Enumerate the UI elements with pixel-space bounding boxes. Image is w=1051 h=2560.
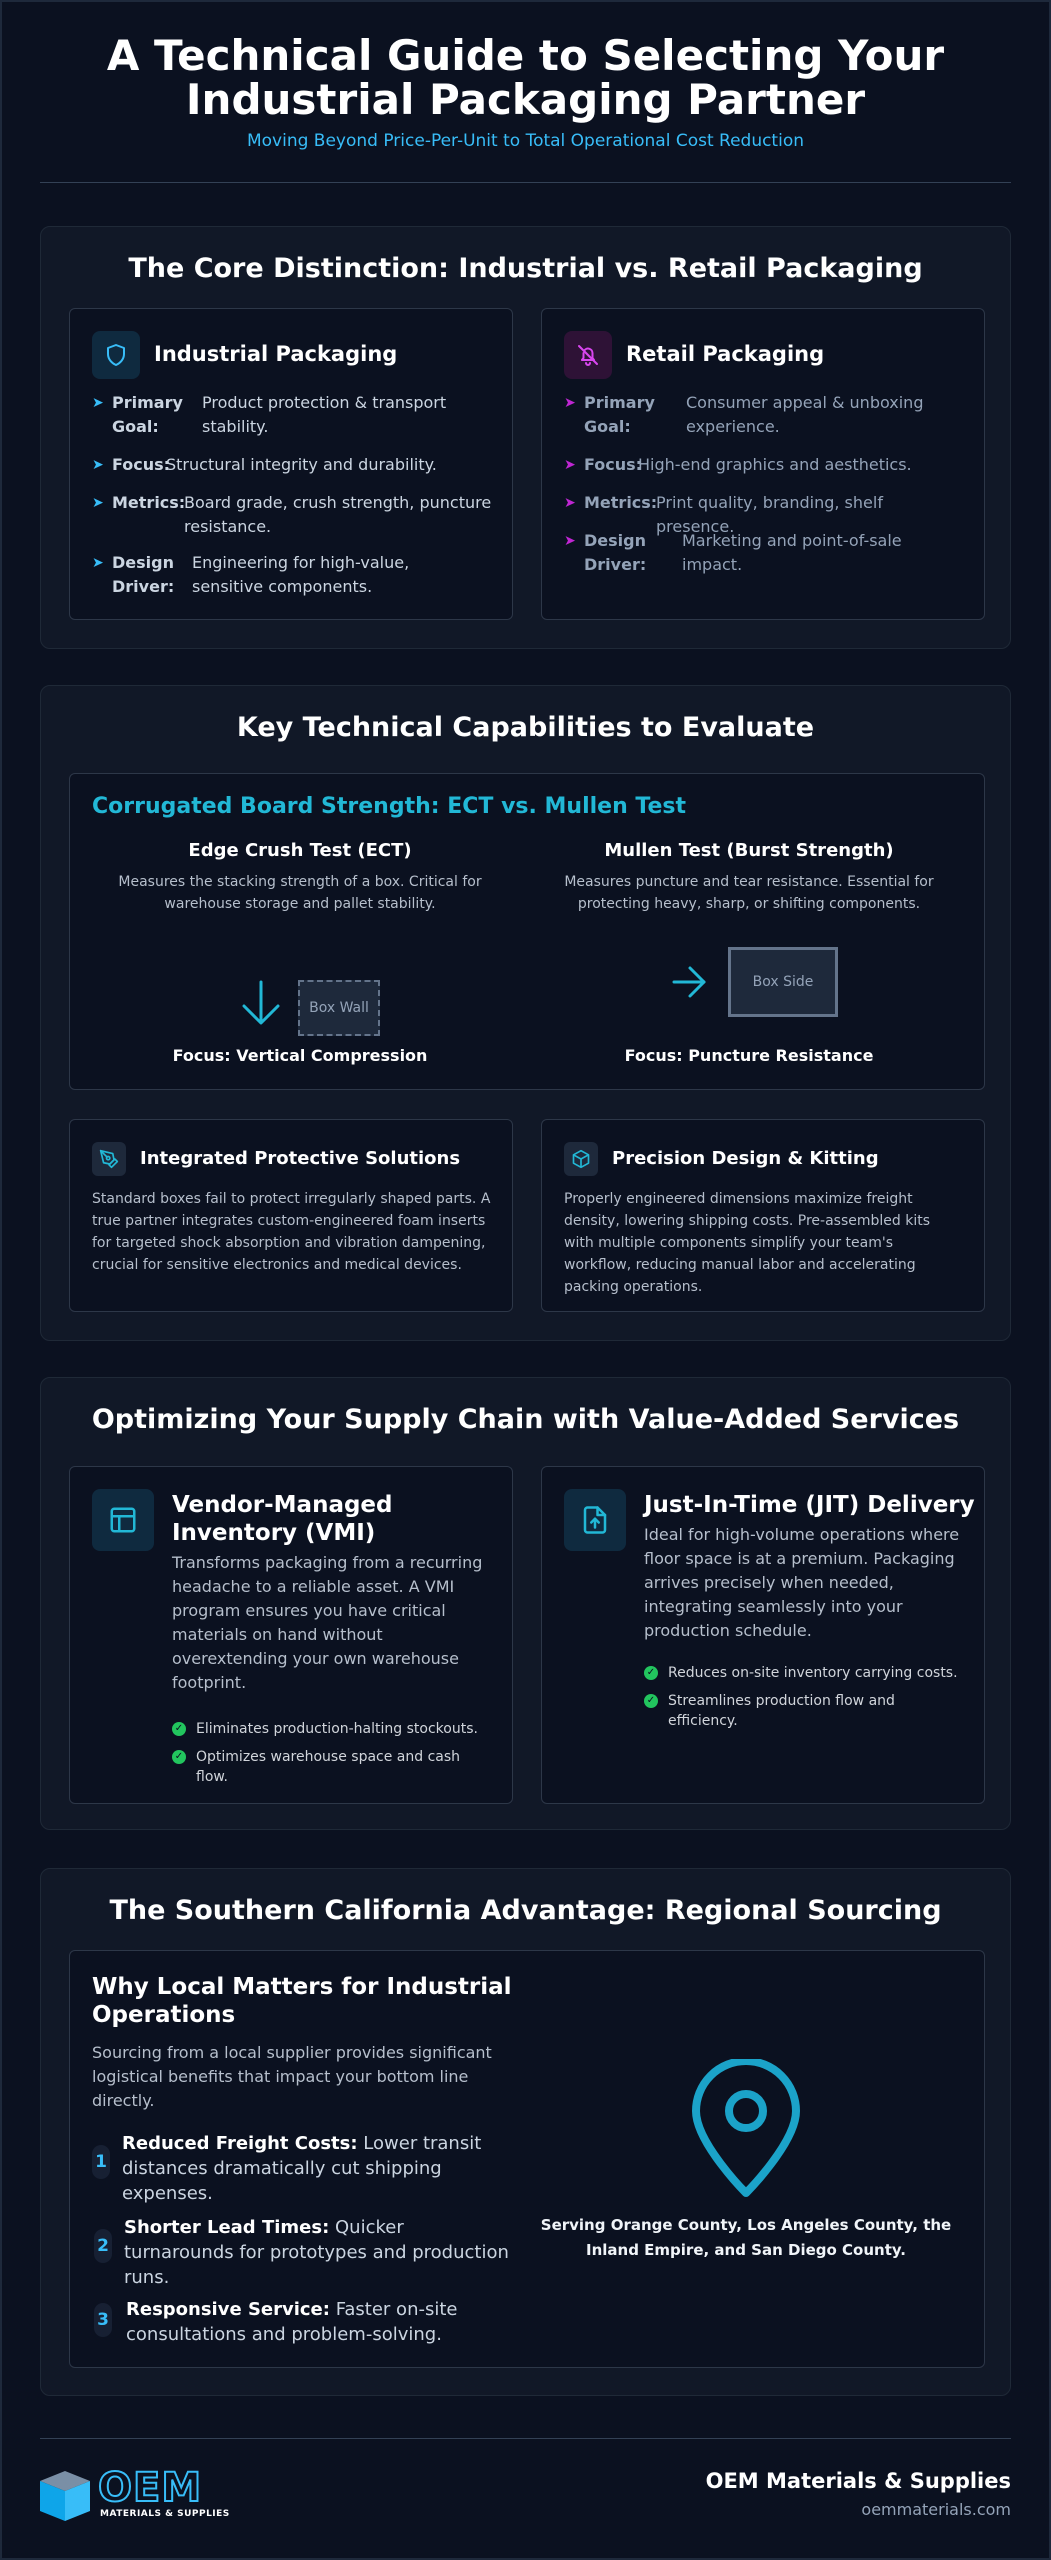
section-title: Optimizing Your Supply Chain with Value-… — [91, 1404, 960, 1435]
page-subtitle: Moving Beyond Price-Per-Unit to Total Op… — [246, 131, 805, 151]
serving-areas: Serving Orange County, Los Angeles Count… — [540, 2216, 952, 2259]
box-wall-diagram: Box Wall — [298, 980, 380, 1036]
company-name: OEM Materials & Supplies — [705, 2469, 1011, 2493]
kitting-title: Precision Design & Kitting — [612, 1148, 879, 1169]
protective-body: Standard boxes fail to protect irregular… — [92, 1191, 491, 1273]
arrow-icon: ➤ — [92, 395, 104, 411]
jit-card: Just-In-Time (JIT) Delivery Ideal for hi… — [541, 1466, 985, 1804]
number-badge: 1 — [92, 2145, 110, 2179]
mullen-description: Measures puncture and tear resistance. E… — [564, 874, 934, 912]
industrial-title: Industrial Packaging — [154, 342, 398, 366]
box-side-diagram: Box Side — [728, 947, 838, 1017]
vmi-body: Transforms packaging from a recurring he… — [172, 1553, 483, 1692]
section-title: Key Technical Capabilities to Evaluate — [236, 712, 815, 743]
protective-title: Integrated Protective Solutions — [140, 1148, 461, 1169]
retail-title: Retail Packaging — [626, 342, 825, 366]
regional-sourcing-section: The Southern California Advantage: Regio… — [40, 1868, 1011, 2396]
logo-box-icon — [40, 2471, 90, 2521]
file-upload-icon — [564, 1489, 626, 1551]
divider — [40, 2438, 1011, 2439]
mullen-focus: Focus: Puncture Resistance — [624, 1046, 874, 1065]
arrow-icon: ➤ — [564, 457, 576, 473]
logo-text: OEM — [97, 2465, 203, 2511]
precision-kitting-card: Precision Design & Kitting Properly engi… — [541, 1119, 985, 1312]
bell-off-icon — [564, 331, 612, 379]
page-title: A Technical Guide to Selecting Your Indu… — [106, 31, 945, 124]
arrow-icon: ➤ — [564, 395, 576, 411]
logo-tagline: MATERIALS & SUPPLIES — [100, 2509, 230, 2519]
arrow-right-icon — [670, 962, 710, 1006]
arrow-icon: ➤ — [564, 533, 576, 549]
mullen-name: Mullen Test (Burst Strength) — [604, 840, 894, 861]
cube-icon — [564, 1142, 598, 1176]
local-matters-intro: Sourcing from a local supplier provides … — [92, 2043, 492, 2110]
checklist-item: ✓ Eliminates production-halting stockout… — [172, 1719, 502, 1739]
core-distinction-section: The Core Distinction: Industrial vs. Ret… — [40, 226, 1011, 649]
layout-icon — [92, 1489, 154, 1551]
section-title: The Southern California Advantage: Regio… — [109, 1895, 942, 1926]
ect-name: Edge Crush Test (ECT) — [188, 840, 412, 861]
capabilities-section: Key Technical Capabilities to Evaluate C… — [40, 685, 1011, 1341]
arrow-icon: ➤ — [92, 457, 104, 473]
mullen-column: Mullen Test (Burst Strength) Measures pu… — [534, 840, 964, 915]
local-matters-card: Why Local Matters for Industrial Operati… — [69, 1950, 985, 2368]
board-strength-title: Corrugated Board Strength: ECT vs. Mulle… — [92, 794, 687, 819]
ect-description: Measures the stacking strength of a box.… — [118, 874, 482, 912]
check-icon: ✓ — [172, 1750, 186, 1764]
retail-row: ➤ Metrics: Print quality, branding, shel… — [564, 493, 883, 536]
ect-focus: Focus: Vertical Compression — [172, 1046, 428, 1065]
company-website[interactable]: oemmaterials.com — [861, 2500, 1011, 2519]
arrow-icon: ➤ — [564, 495, 576, 511]
local-matters-title: Why Local Matters for Industrial Operati… — [92, 1974, 512, 2028]
check-icon: ✓ — [644, 1694, 658, 1708]
kitting-body: Properly engineered dimensions maximize … — [564, 1191, 931, 1295]
company-logo: OEM MATERIALS & SUPPLIES — [36, 2465, 242, 2523]
jit-title: Just-In-Time (JIT) Delivery — [644, 1492, 975, 1518]
industrial-row: ➤ Focus: Structural integrity and durabi… — [92, 453, 492, 479]
arrow-down-icon — [238, 978, 284, 1032]
industrial-row: ➤ Metrics: Board grade, crush strength, … — [92, 493, 492, 536]
number-badge: 3 — [94, 2303, 112, 2337]
section-title: The Core Distinction: Industrial vs. Ret… — [128, 253, 923, 284]
vmi-title: Vendor-Managed Inventory (VMI) — [172, 1492, 393, 1546]
jit-body: Ideal for high-volume operations where f… — [644, 1525, 960, 1640]
check-icon: ✓ — [644, 1666, 658, 1680]
ect-column: Edge Crush Test (ECT) Measures the stack… — [90, 840, 510, 915]
check-icon: ✓ — [172, 1722, 186, 1736]
arrow-icon: ➤ — [92, 495, 104, 511]
checklist-item: ✓ Reduces on-site inventory carrying cos… — [644, 1663, 974, 1683]
vmi-card: Vendor-Managed Inventory (VMI) Transform… — [69, 1466, 513, 1804]
supply-chain-section: Optimizing Your Supply Chain with Value-… — [40, 1377, 1011, 1830]
map-pin-icon — [688, 2057, 804, 2203]
arrow-icon: ➤ — [92, 555, 104, 571]
board-strength-card: Corrugated Board Strength: ECT vs. Mulle… — [69, 773, 985, 1090]
retail-row: ➤ Focus: High-end graphics and aesthetic… — [564, 453, 964, 479]
shield-icon — [92, 331, 140, 379]
pen-tool-icon — [92, 1142, 126, 1176]
divider — [40, 182, 1011, 183]
protective-solutions-card: Integrated Protective Solutions Standard… — [69, 1119, 513, 1312]
number-badge: 2 — [94, 2229, 112, 2263]
